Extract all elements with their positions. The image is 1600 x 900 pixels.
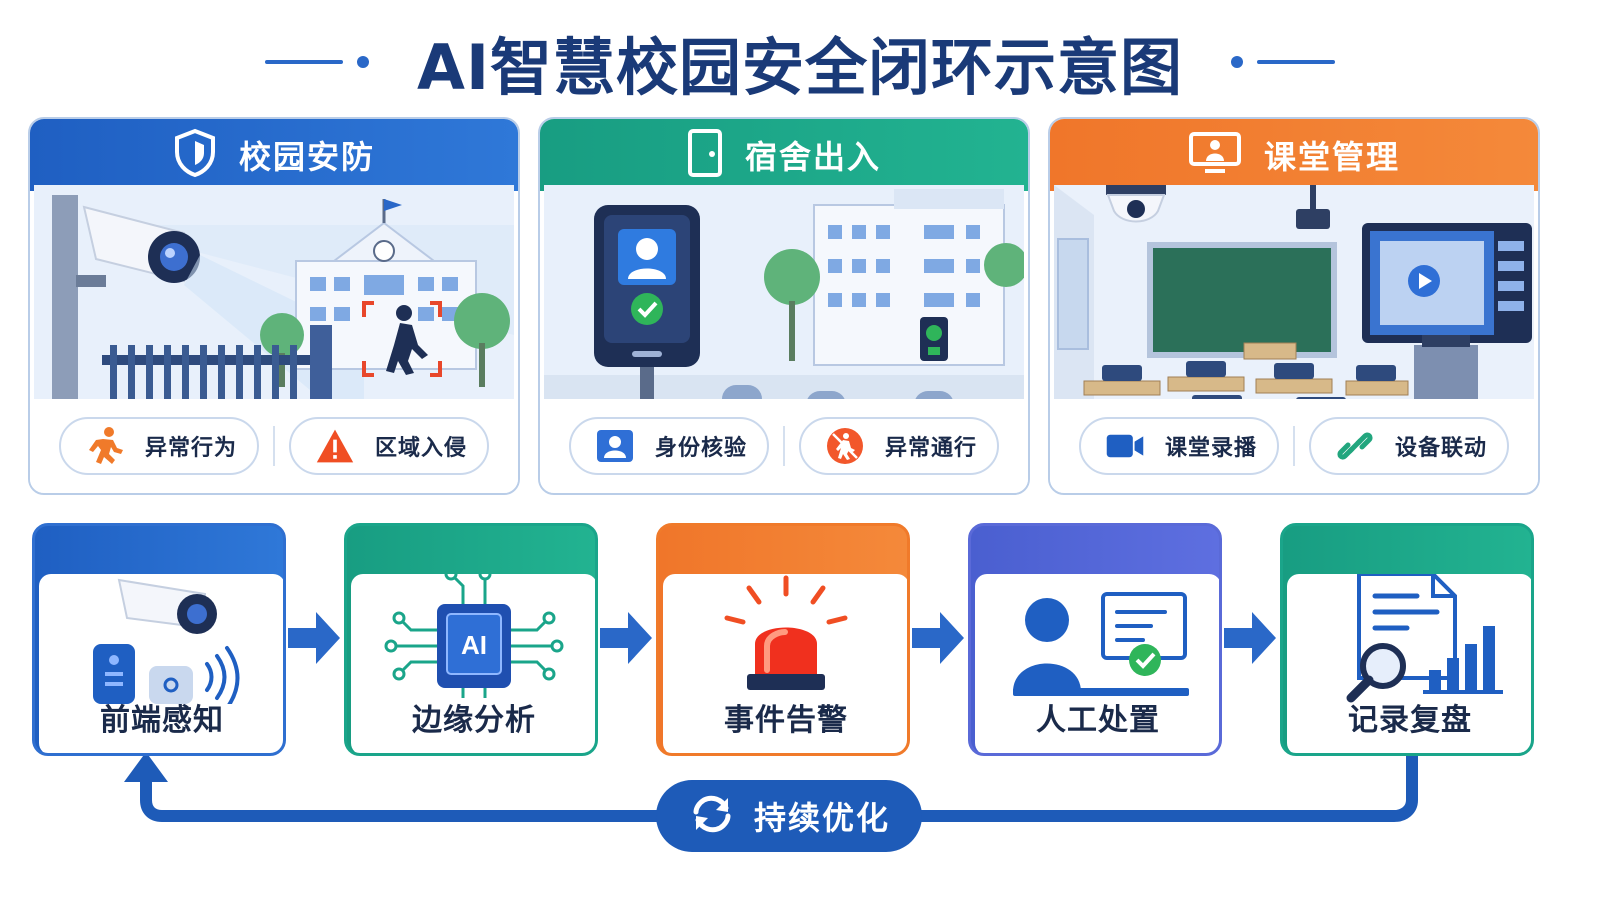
alarm-siren-icon <box>724 575 848 690</box>
svg-text:AI: AI <box>461 630 487 660</box>
surveillance-camera-icon <box>82 205 200 283</box>
panel-title: 课堂管理 <box>1263 138 1400 176</box>
report-analytics-icon <box>1346 574 1503 703</box>
title-row: AI智慧校园安全闭环示意图 <box>0 22 1600 104</box>
access-reader <box>920 317 948 361</box>
continuous-optimization-badge: 持续优化 <box>656 780 922 852</box>
page-title: AI智慧校园安全闭环示意图 <box>416 31 1184 104</box>
flow-step-record-review: 记录复盘 <box>1280 523 1534 756</box>
panel-classroom-management: 课堂管理 <box>1048 117 1540 495</box>
tag-class-recording[interactable]: 课堂录播 <box>1079 417 1279 475</box>
panel-campus-security: 校园安防 <box>28 117 520 495</box>
face-recognition-kiosk <box>594 205 700 493</box>
flow-arrow-4 <box>1224 612 1276 664</box>
tag-identity-verify[interactable]: 身份核验 <box>569 417 769 475</box>
operator-check-icon <box>1013 592 1189 696</box>
flow-step-manual-handling: 人工处置 <box>968 523 1222 756</box>
loop-label: 持续优化 <box>753 799 890 837</box>
panel-header: 宿舍出入 <box>540 119 1028 191</box>
title-decoration-right <box>1217 56 1336 68</box>
flow-step-edge-analysis: AI 边缘分析 <box>344 523 598 756</box>
intrusion-target-frame <box>362 301 442 377</box>
panel-title: 宿舍出入 <box>744 138 881 176</box>
panel-tags: 异常行为 区域入侵 <box>30 399 518 493</box>
refresh-icon <box>688 790 736 842</box>
tag-area-intrusion[interactable]: 区域入侵 <box>289 417 489 475</box>
walking-person-icon <box>386 305 428 375</box>
panel-header: 校园安防 <box>30 119 518 191</box>
tag-abnormal-passage[interactable]: 异常通行 <box>799 417 999 475</box>
camera-sensor-icon <box>93 578 240 704</box>
tag-device-linkage[interactable]: 设备联动 <box>1309 417 1509 475</box>
no-entry-person-icon <box>825 426 865 466</box>
smart-display-icon <box>1362 223 1532 343</box>
panel-header: 课堂管理 <box>1050 119 1538 191</box>
ceiling-dome-camera-icon <box>1106 185 1166 223</box>
tag-abnormal-behavior[interactable]: 异常行为 <box>59 417 259 475</box>
monitor-teacher-icon <box>1188 131 1242 179</box>
panel-dorm-access: 宿舍出入 <box>538 117 1030 495</box>
flow-arrow-2 <box>600 612 652 664</box>
flow-arrow-3 <box>912 612 964 664</box>
panel-tags: 课堂录播 设备联动 <box>1050 399 1538 493</box>
link-icon <box>1335 426 1375 466</box>
flow-arrow-1 <box>288 612 340 664</box>
ai-chip-icon: AI <box>384 574 564 698</box>
title-decoration-left <box>264 56 383 68</box>
running-person-icon <box>85 426 125 466</box>
id-card-icon <box>595 426 635 466</box>
warning-triangle-icon <box>315 426 355 466</box>
door-icon <box>687 128 723 182</box>
panel-tags: 身份核验 异常通行 <box>540 399 1028 493</box>
shield-icon <box>173 128 217 182</box>
flow-step-front-sensing: 前端感知 <box>32 523 286 756</box>
panel-title: 校园安防 <box>238 138 375 176</box>
flow-step-event-alarm: 事件告警 <box>656 523 910 756</box>
video-camera-icon <box>1105 426 1145 466</box>
